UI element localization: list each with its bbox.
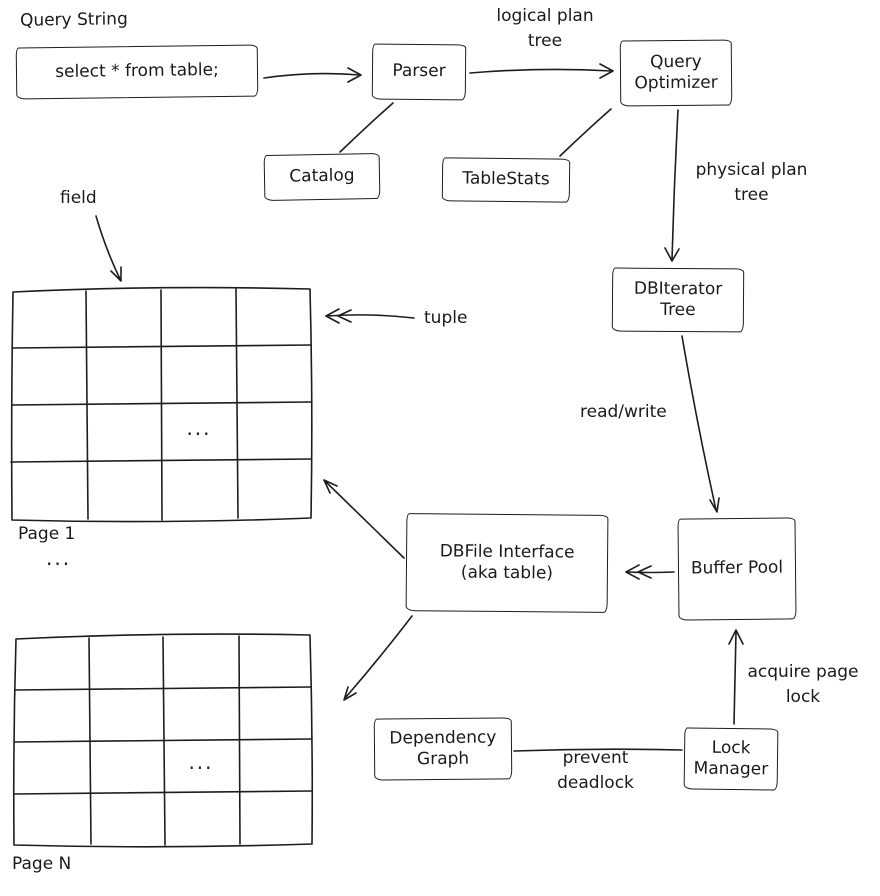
dbfile-interface-box: DBFile Interface (aka table) — [405, 513, 609, 613]
arrow-dbfile-to-page1 — [323, 479, 405, 559]
read-write-label: read/write — [580, 402, 667, 422]
query-string-box: select * from table; — [15, 44, 259, 100]
line-depgraph-to-lockmanager — [513, 748, 683, 752]
line-catalog-to-parser — [339, 102, 394, 153]
arrow-parser-to-optimizer — [469, 63, 614, 79]
line-tablestats-to-optimizer — [559, 108, 612, 157]
page-n-grid-ellipsis: ... — [188, 750, 214, 774]
query-string-label: Query String — [19, 9, 128, 31]
dbfile-interface-label: DBFile Interface (aka table) — [439, 541, 575, 584]
lock-manager-box: Lock Manager — [683, 727, 779, 791]
field-label: field — [60, 188, 97, 208]
arrow-querybox-to-parser — [263, 67, 362, 83]
arrow-field-to-page1 — [95, 215, 122, 282]
arrow-tuple-to-page1 — [325, 308, 415, 324]
arrow-bufferpool-to-dbfile — [625, 564, 675, 580]
pages-ellipsis: ... — [46, 546, 72, 570]
lock-manager-label: Lock Manager — [693, 737, 769, 780]
arrow-lockmanager-to-bufferpool — [728, 629, 744, 725]
catalog-box: Catalog — [263, 152, 381, 202]
arrow-dbiterator-to-bufferpool — [681, 335, 720, 513]
prevent-deadlock-label: prevent deadlock — [557, 748, 634, 793]
buffer-pool-box: Buffer Pool — [677, 517, 797, 621]
table-stats-label: TableStats — [462, 168, 550, 190]
parser-box: Parser — [371, 43, 467, 101]
tuple-label: tuple — [424, 308, 468, 328]
table-stats-box: TableStats — [441, 157, 571, 203]
logical-plan-tree-label: logical plan tree — [496, 6, 594, 51]
catalog-label: Catalog — [289, 165, 355, 187]
db-iterator-tree-box: DBIterator Tree — [611, 267, 745, 333]
query-string-text: select * from table; — [55, 60, 219, 83]
query-optimizer-box: Query Optimizer — [619, 39, 733, 107]
dependency-graph-box: Dependency Graph — [373, 717, 513, 781]
parser-label: Parser — [392, 61, 446, 82]
physical-plan-tree-label: physical plan tree — [695, 160, 808, 205]
query-optimizer-label: Query Optimizer — [634, 51, 718, 94]
page-1-label: Page 1 — [18, 524, 76, 544]
page-n-label: Page N — [12, 854, 72, 874]
page-n-grid — [12, 633, 314, 848]
acquire-page-lock-label: acquire page lock — [747, 662, 859, 707]
page-1-grid — [10, 286, 313, 523]
arrow-optimizer-to-dbiterator — [664, 109, 680, 262]
db-iterator-tree-label: DBIterator Tree — [633, 278, 723, 321]
arrow-dbfile-to-pagen — [343, 615, 413, 701]
dependency-graph-label: Dependency Graph — [389, 727, 497, 770]
page-1-grid-ellipsis: ... — [186, 416, 212, 440]
buffer-pool-label: Buffer Pool — [690, 557, 784, 579]
